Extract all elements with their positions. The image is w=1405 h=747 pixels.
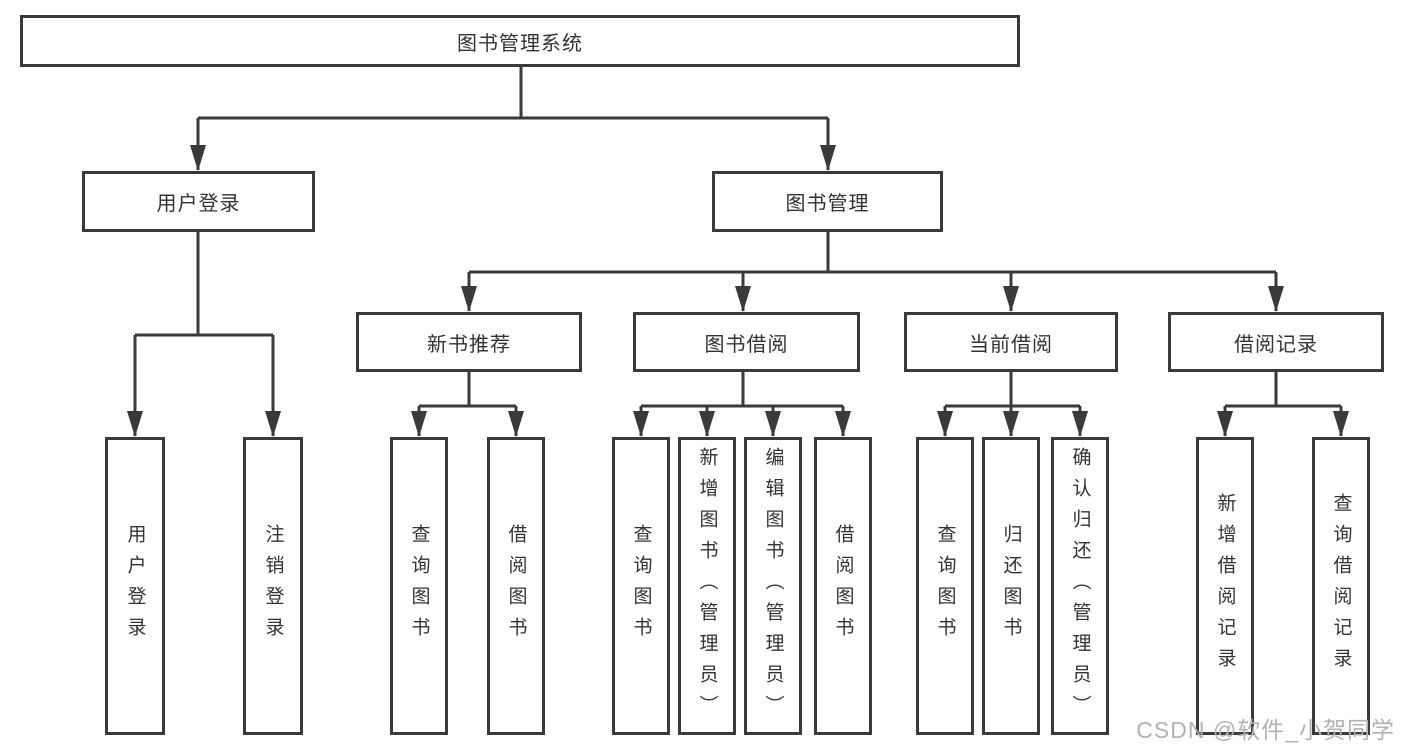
leaf-confirm-return-admin: 确认归还（管理员） (1051, 437, 1109, 735)
node-current-borrowing-label: 当前借阅 (969, 333, 1053, 356)
leaf-borrow-books-1-label: 借阅图书 (505, 524, 527, 648)
leaf-add-books-admin-label: 新增图书（管理员） (696, 446, 718, 726)
leaf-edit-books-admin-label: 编辑图书（管理员） (762, 446, 784, 726)
node-new-book-recommend-label: 新书推荐 (427, 333, 511, 356)
leaf-query-books-1: 查询图书 (390, 437, 448, 735)
node-root-system: 图书管理系统 (20, 15, 1020, 67)
leaf-query-books-2-label: 查询图书 (630, 524, 652, 648)
leaf-query-books-1-label: 查询图书 (408, 524, 430, 648)
leaf-add-borrow-record-label: 新增借阅记录 (1214, 493, 1236, 679)
leaf-add-books-admin: 新增图书（管理员） (678, 437, 736, 735)
node-book-borrowing-label: 图书借阅 (704, 333, 789, 356)
node-current-borrowing: 当前借阅 (904, 312, 1118, 372)
leaf-edit-books-admin: 编辑图书（管理员） (744, 437, 802, 735)
node-root-label: 图书管理系统 (457, 32, 583, 55)
csdn-watermark: CSDN @软件_小贺同学 (1136, 717, 1395, 743)
leaf-logout-label: 注销登录 (262, 524, 284, 648)
leaf-query-books-3: 查询图书 (916, 437, 974, 735)
leaf-add-borrow-record: 新增借阅记录 (1196, 437, 1254, 735)
leaf-borrow-books-2-label: 借阅图书 (832, 524, 854, 648)
leaf-query-books-2: 查询图书 (612, 437, 670, 735)
node-book-management-label: 图书管理 (785, 193, 870, 215)
leaf-query-borrow-record: 查询借阅记录 (1312, 437, 1370, 735)
leaf-borrow-books-1: 借阅图书 (487, 437, 545, 735)
leaf-logout: 注销登录 (243, 437, 303, 735)
node-borrowing-records: 借阅记录 (1168, 312, 1384, 372)
node-user-login-label: 用户登录 (156, 193, 241, 215)
node-user-login: 用户登录 (82, 171, 315, 232)
leaf-confirm-return-admin-label: 确认归还（管理员） (1069, 446, 1091, 726)
node-borrowing-records-label: 借阅记录 (1234, 333, 1318, 356)
node-new-book-recommend: 新书推荐 (356, 312, 582, 372)
leaf-return-books: 归还图书 (982, 437, 1040, 735)
leaf-borrow-books-2: 借阅图书 (814, 437, 872, 735)
leaf-query-borrow-record-label: 查询借阅记录 (1330, 493, 1352, 679)
node-book-borrowing: 图书借阅 (633, 312, 860, 372)
leaf-user-login: 用户登录 (105, 437, 165, 735)
leaf-user-login-label: 用户登录 (124, 524, 146, 648)
leaf-return-books-label: 归还图书 (1000, 524, 1022, 648)
node-book-management: 图书管理 (712, 171, 943, 232)
leaf-query-books-3-label: 查询图书 (934, 524, 956, 648)
